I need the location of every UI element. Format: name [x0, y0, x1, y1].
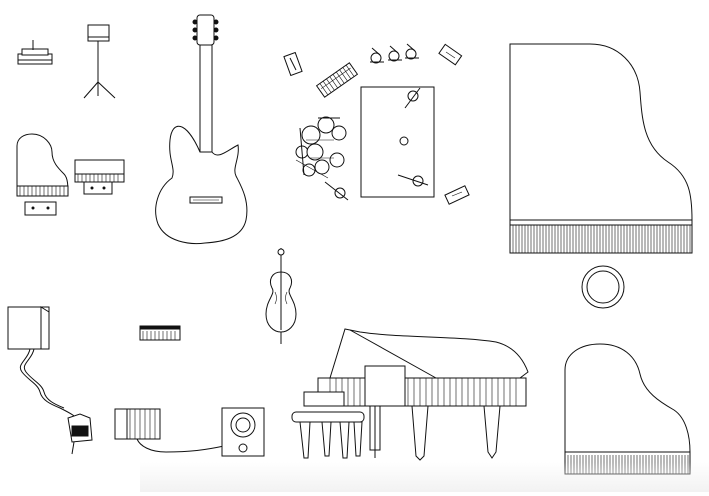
effects-pedal: [68, 414, 92, 454]
accordion: [115, 409, 224, 452]
stage-riser-plan: [361, 87, 434, 197]
grand-piano-plan-small: [565, 344, 690, 474]
bottom-fade: [140, 462, 709, 492]
cello: [266, 248, 296, 344]
large-grand-piano-plan: [510, 44, 692, 253]
large-grand-piano-keys: [513, 225, 690, 253]
sheet-music-pad: [445, 186, 469, 204]
sheet-music-pad: [439, 44, 462, 64]
piano-bench-plan: [84, 182, 112, 194]
metronome: [18, 40, 52, 64]
harmonica-plan: [284, 53, 302, 76]
drum-stool-plan: [582, 266, 624, 308]
speaker-monitor: [222, 408, 264, 456]
piano-bench-plan: [25, 202, 56, 215]
music-stand: [84, 25, 115, 98]
keyboard-plan-small: [140, 326, 180, 340]
piano-stool-elevation: [292, 412, 364, 458]
acoustic-guitar: [156, 15, 247, 244]
small-grand-piano-plan: [17, 134, 68, 196]
drum-kit-plan: [296, 117, 348, 200]
grand-piano-elevation: [304, 329, 528, 460]
microphone-clips: [370, 44, 419, 63]
guitar-cable: [20, 349, 74, 416]
upright-piano-plan: [75, 160, 124, 182]
electronic-keyboard: [317, 63, 358, 97]
amplifier: [8, 307, 49, 349]
